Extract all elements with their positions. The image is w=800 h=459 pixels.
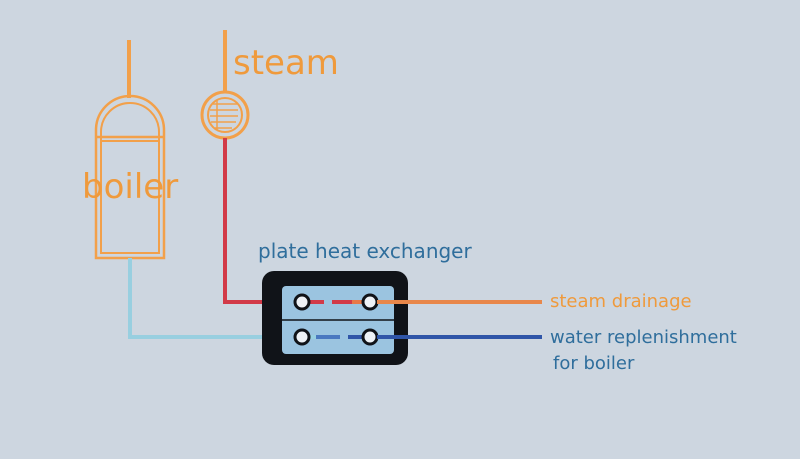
plate-heat-exchanger-icon bbox=[262, 271, 408, 365]
exchanger-label: plate heat exchanger bbox=[258, 239, 472, 263]
water-replenishment-label: water replenishment bbox=[550, 327, 737, 348]
boiler-water-return-pipe bbox=[128, 258, 298, 339]
steam-drainage-label: steam drainage bbox=[550, 291, 692, 312]
steam-trap-icon bbox=[200, 90, 250, 140]
boiler-icon bbox=[94, 94, 166, 260]
boiler-label: boiler bbox=[82, 167, 179, 207]
steam-label: steam bbox=[233, 43, 339, 83]
for-boiler-label: for boiler bbox=[553, 353, 635, 374]
